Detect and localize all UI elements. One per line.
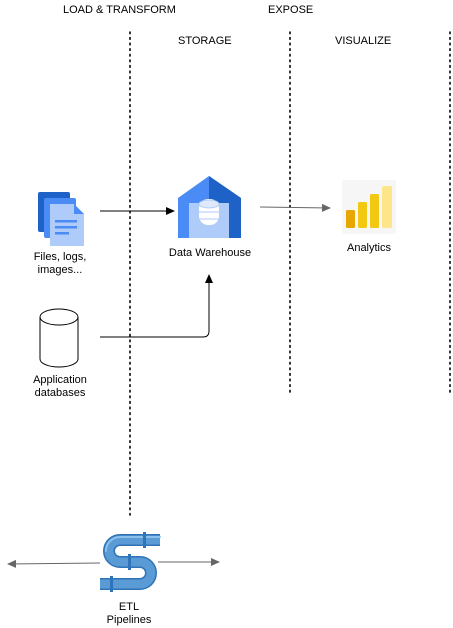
app-db-label-line2: databases: [34, 387, 86, 399]
power-bi-icon: [342, 180, 396, 234]
header-storage: STORAGE: [178, 35, 232, 47]
database-cylinder-icon: [39, 308, 79, 368]
files-label-line1: Files, logs,: [33, 251, 87, 263]
app-db-label-line1: Application: [33, 374, 87, 386]
etl-arrow-left: [7, 559, 101, 568]
files-label-line2: images...: [37, 264, 83, 276]
header-visualize: VISUALIZE: [335, 35, 392, 47]
files-icon: [38, 192, 84, 246]
arrow-warehouse-to-analytics: [259, 203, 331, 212]
arrow-db-to-warehouse: [100, 274, 213, 338]
etl-label-line1: ETL: [118, 601, 140, 613]
warehouse-label: Data Warehouse: [168, 247, 252, 259]
pipeline-icon: [100, 532, 161, 592]
etl-label-line2: Pipelines: [106, 614, 152, 626]
header-expose: EXPOSE: [268, 4, 314, 16]
data-warehouse-icon: [178, 176, 241, 238]
analytics-label: Analytics: [346, 242, 392, 254]
header-load-transform: LOAD & TRANSFORM: [63, 4, 176, 16]
